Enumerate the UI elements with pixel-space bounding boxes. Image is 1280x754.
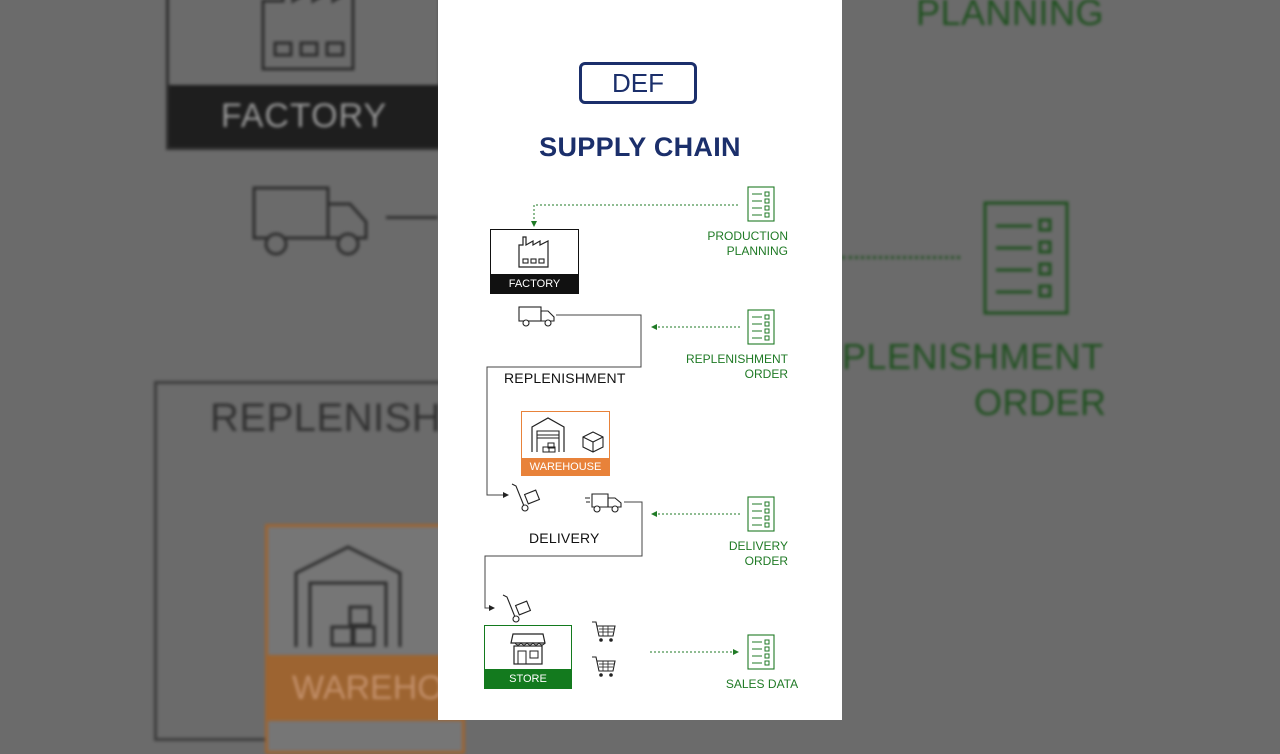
def-badge: DEF bbox=[579, 62, 697, 104]
delivery-order-document-icon bbox=[747, 496, 775, 532]
warehouse-node: WAREHOUSE bbox=[521, 411, 610, 476]
bg-order-text: ORDER bbox=[974, 382, 1107, 423]
delivery-order-label: DELIVERY ORDER bbox=[648, 539, 788, 569]
factory-node: FACTORY bbox=[490, 229, 579, 294]
sales-data-document-icon bbox=[747, 634, 775, 670]
bg-warehouse-icon bbox=[294, 545, 402, 647]
bg-replenish-text: REPLENISH bbox=[210, 396, 442, 440]
production-planning-line-2: PLANNING bbox=[726, 244, 788, 258]
replenishment-label: REPLENISHMENT bbox=[504, 370, 626, 386]
flow-connectors bbox=[484, 204, 740, 655]
bg-warehouse-box: WAREHO bbox=[265, 524, 465, 754]
shopping-cart-icon bbox=[592, 621, 616, 642]
background-zoom: FACTORY PLANNING PLENISHMENT ORDER REPLE… bbox=[154, 0, 1107, 754]
warehouse-icon bbox=[531, 417, 565, 453]
delivery-order-line-2: ORDER bbox=[744, 554, 788, 568]
delivery-order-line-1: DELIVERY bbox=[728, 539, 788, 553]
bg-factory-box: FACTORY bbox=[166, 0, 442, 150]
bg-connector bbox=[386, 216, 438, 219]
planning-to-factory-link bbox=[531, 204, 738, 227]
replenishment-order-label: REPLENISHMENT ORDER bbox=[648, 352, 788, 382]
truck-icon bbox=[518, 306, 555, 327]
bg-document-list-icon bbox=[983, 201, 1069, 315]
box-icon bbox=[582, 431, 604, 453]
delivery-truck-icon bbox=[585, 493, 622, 513]
replenishment-order-line-1: REPLENISHMENT bbox=[685, 352, 788, 366]
supply-chain-panel: DEF SUPPLY CHAIN FACTORY bbox=[438, 0, 842, 720]
factory-icon bbox=[518, 236, 549, 268]
bg-factory-icon bbox=[261, 0, 355, 71]
bg-dotted-line bbox=[842, 256, 960, 259]
store-hand-truck-icon bbox=[502, 594, 532, 623]
store-icon bbox=[510, 633, 546, 665]
production-planning-document-icon bbox=[747, 186, 775, 222]
delivery-label: DELIVERY bbox=[529, 530, 600, 546]
page-title: SUPPLY CHAIN bbox=[539, 132, 741, 162]
sales-data-label: SALES DATA bbox=[725, 677, 799, 691]
bg-plenishment-text: PLENISHMENT bbox=[842, 336, 1104, 377]
warehouse-label: WAREHOUSE bbox=[522, 458, 609, 475]
store-node: STORE bbox=[484, 625, 572, 689]
production-planning-line-1: PRODUCTION bbox=[707, 229, 788, 243]
bg-planning-text: PLANNING bbox=[916, 0, 1105, 33]
store-label: STORE bbox=[485, 669, 571, 688]
shopping-cart-icon-2 bbox=[592, 656, 616, 677]
hand-truck-icon bbox=[511, 483, 541, 512]
replenishment-order-line-2: ORDER bbox=[744, 367, 788, 381]
factory-label: FACTORY bbox=[491, 274, 578, 293]
replenishment-flow bbox=[486, 314, 642, 498]
bg-factory-label: FACTORY bbox=[169, 85, 439, 147]
delivery-flow bbox=[484, 501, 643, 611]
replenishment-order-document-icon bbox=[747, 309, 775, 345]
bg-warehouse-label: WAREHO bbox=[268, 655, 462, 721]
production-planning-label: PRODUCTION PLANNING bbox=[648, 229, 788, 259]
bg-truck-icon bbox=[252, 186, 368, 256]
